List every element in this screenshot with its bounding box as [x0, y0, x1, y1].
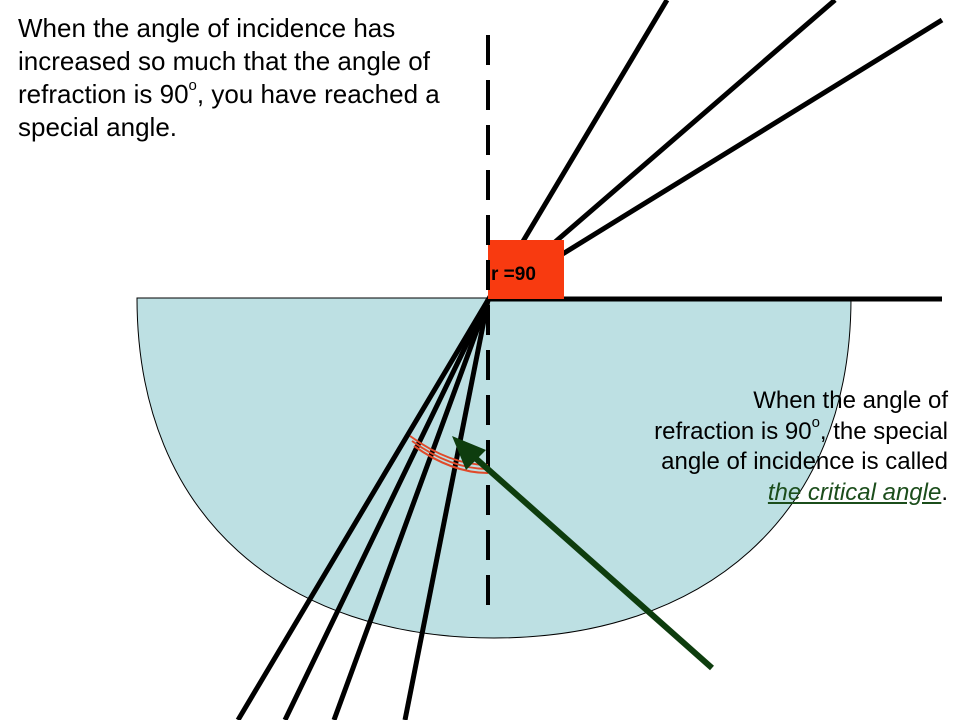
top-caption: When the angle of incidence has increase… — [18, 12, 478, 144]
degree-superscript: o — [811, 413, 820, 431]
top-caption-text-end: , you have reached a special angle. — [18, 79, 440, 142]
glass-semicircle — [136, 297, 852, 639]
bottom-caption-text: When the angle of refraction is 90 — [654, 387, 948, 445]
incident-ray-3 — [331, 299, 491, 720]
top-caption-text: When the angle of incidence has increase… — [18, 13, 430, 109]
bottom-caption-middle: , the special angle of incidence is call… — [661, 417, 948, 476]
incident-ray-4 — [402, 299, 491, 720]
incident-ray-2 — [282, 298, 491, 720]
bottom-caption-end: . — [941, 478, 948, 506]
degree-superscript: o — [188, 77, 197, 95]
refraction-angle-box — [488, 240, 564, 299]
incident-ray-1 — [235, 298, 491, 720]
pointer-arrow — [452, 436, 714, 671]
refraction-angle-label: r =90 — [491, 264, 536, 285]
critical-angle-term: the critical angle — [767, 478, 942, 506]
bottom-caption: When the angle of refraction is 90o, the… — [648, 386, 948, 508]
